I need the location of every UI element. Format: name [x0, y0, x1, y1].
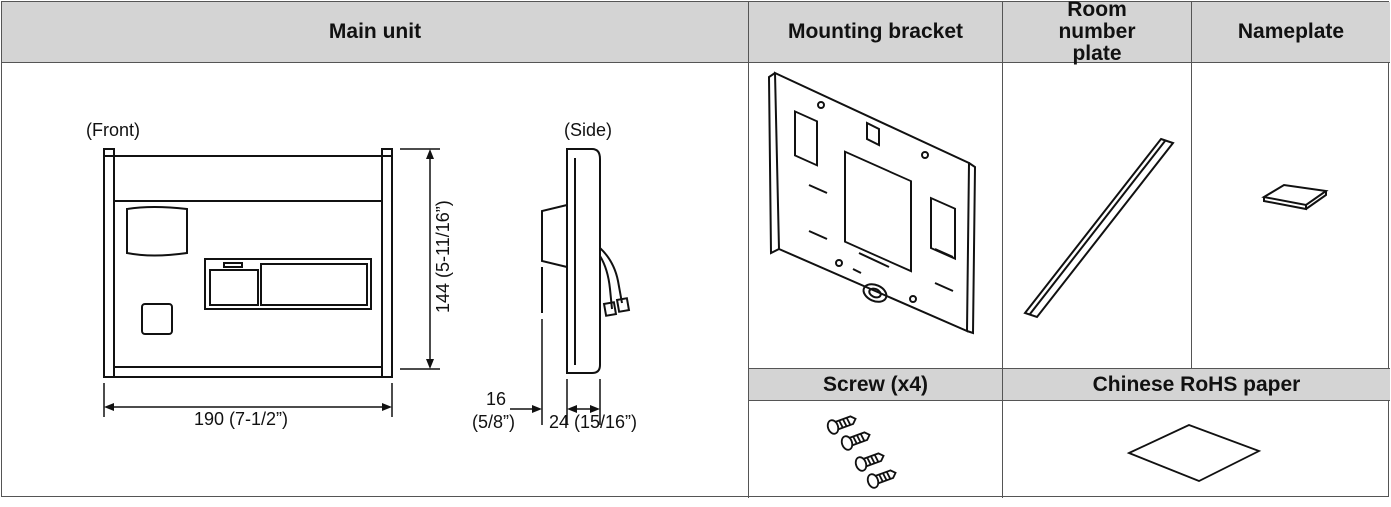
- header-nameplate: Nameplate: [1192, 2, 1390, 63]
- side-view: [541, 148, 631, 374]
- nameplate-cell: [1192, 63, 1390, 369]
- screw-cell: [749, 401, 1003, 498]
- header-main-unit: Main unit: [2, 2, 749, 63]
- front-body-outline: [103, 155, 393, 378]
- width-dimension-label: 190 (7-1/2”): [194, 409, 288, 429]
- screw-drawing: [826, 415, 897, 489]
- header-room-number-plate: Room number plate: [1003, 0, 1192, 65]
- height-dimension-label: 144 (5-11/16”): [433, 200, 453, 313]
- depth-front-label: 16: [486, 389, 506, 409]
- depth-front-inch-label: (5/8”): [472, 412, 515, 432]
- room-number-plate-cell: [1003, 63, 1192, 369]
- depth-total-label: 24 (15/16”): [549, 412, 637, 432]
- front-label: (Front): [86, 120, 140, 140]
- button-square: [141, 303, 173, 335]
- header-mounting-bracket: Mounting bracket: [749, 2, 1003, 63]
- sensor-window: [126, 206, 188, 257]
- main-unit-drawing: (Front) 190 (7-1/2”) 144 (5-11/16”): [86, 120, 637, 432]
- rohs-paper-drawing: [1126, 424, 1262, 482]
- side-label: (Side): [564, 120, 612, 140]
- nameplate-drawing: [1261, 183, 1329, 211]
- header-screw: Screw (x4): [749, 369, 1003, 401]
- header-chinese-rohs-paper: Chinese RoHS paper: [1003, 369, 1390, 401]
- main-unit-drawing-cell: (Front) 190 (7-1/2”) 144 (5-11/16”): [2, 63, 749, 498]
- display-panel: [204, 258, 372, 310]
- mounting-bracket-drawing: [767, 71, 977, 335]
- mounting-bracket-cell: [749, 63, 1003, 369]
- rohs-paper-cell: [1003, 401, 1390, 498]
- room-number-plate-drawing: [1023, 137, 1175, 319]
